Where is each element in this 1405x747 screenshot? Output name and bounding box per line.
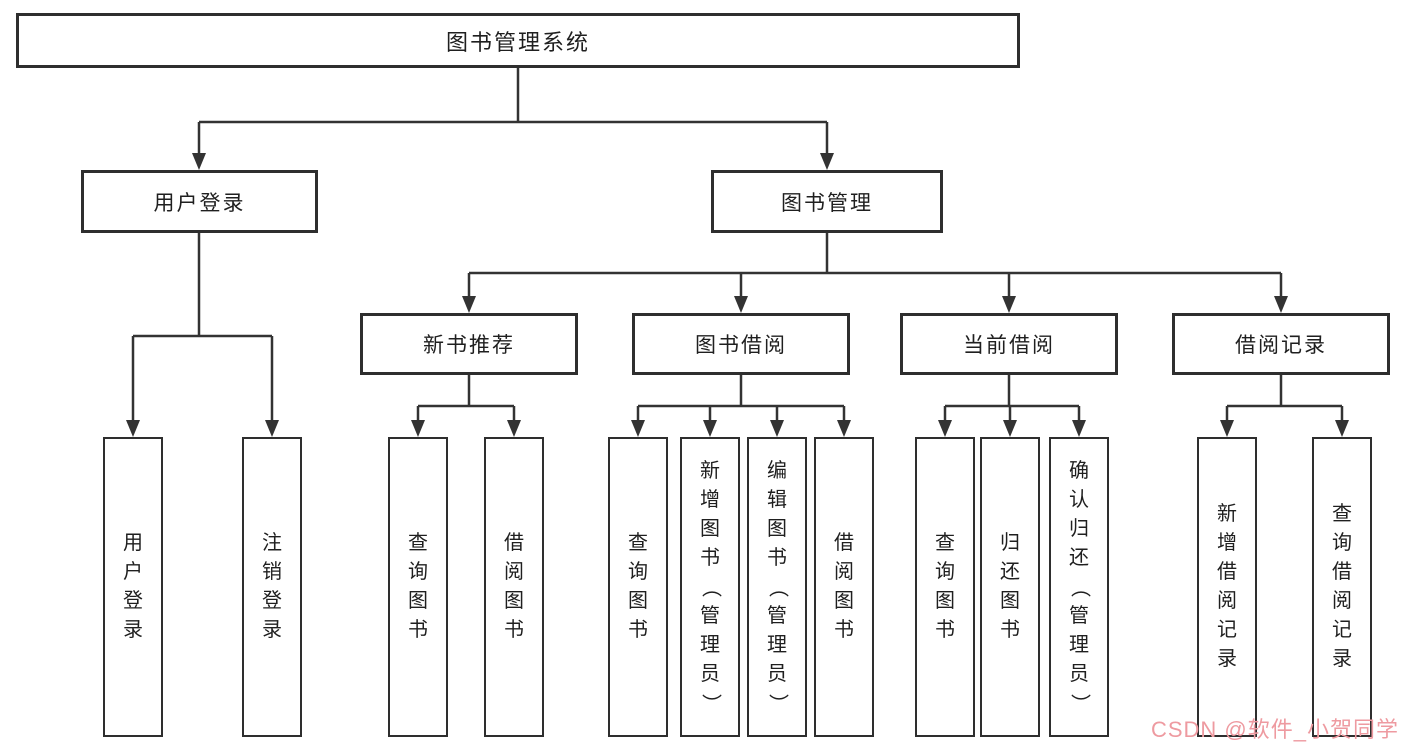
- leaf-return-books-label: 归还图书: [1000, 532, 1020, 641]
- leaf-query-borrow-record: 查询借阅记录: [1312, 437, 1372, 737]
- leaf-borrow-books-2-label: 借阅图书: [834, 532, 854, 641]
- leaf-query-books-1-label: 查询图书: [408, 532, 428, 641]
- leaf-query-borrow-record-label: 查询借阅记录: [1332, 503, 1352, 670]
- leaf-logout: 注销登录: [242, 437, 302, 737]
- leaf-user-login-label: 用户登录: [123, 532, 143, 641]
- node-new-book-recommend: 新书推荐: [360, 313, 578, 375]
- leaf-add-book-admin: 新增图书（管理员）: [680, 437, 740, 737]
- node-new-book-recommend-label: 新书推荐: [423, 334, 515, 357]
- leaf-confirm-return-admin-label: 确认归还（管理员）: [1068, 459, 1091, 714]
- node-current-borrow: 当前借阅: [900, 313, 1118, 375]
- leaf-logout-label: 注销登录: [262, 532, 282, 641]
- leaf-borrow-books-2: 借阅图书: [814, 437, 874, 737]
- watermark-text: CSDN @软件_小贺同学: [1150, 717, 1399, 742]
- node-book-management-label: 图书管理: [781, 191, 873, 215]
- leaf-edit-book-admin: 编辑图书（管理员）: [747, 437, 807, 737]
- node-user-login-label: 用户登录: [153, 191, 246, 215]
- node-book-management: 图书管理: [711, 170, 943, 233]
- leaf-user-login: 用户登录: [103, 437, 163, 737]
- node-root: 图书管理系统: [16, 13, 1020, 68]
- leaf-add-borrow-record: 新增借阅记录: [1197, 437, 1257, 737]
- leaf-query-books-3-label: 查询图书: [935, 532, 955, 641]
- leaf-borrow-books-1-label: 借阅图书: [504, 532, 524, 641]
- node-root-label: 图书管理系统: [445, 29, 590, 55]
- leaf-confirm-return-admin: 确认归还（管理员）: [1049, 437, 1109, 737]
- node-user-login: 用户登录: [81, 170, 318, 233]
- node-book-borrow: 图书借阅: [632, 313, 850, 375]
- leaf-return-books: 归还图书: [980, 437, 1040, 737]
- leaf-query-books-3: 查询图书: [915, 437, 975, 737]
- leaf-query-books-2: 查询图书: [608, 437, 668, 737]
- leaf-query-books-1: 查询图书: [388, 437, 448, 737]
- node-borrow-records: 借阅记录: [1172, 313, 1390, 375]
- leaf-edit-book-admin-label: 编辑图书（管理员）: [766, 459, 789, 714]
- node-borrow-records-label: 借阅记录: [1235, 334, 1327, 357]
- leaf-query-books-2-label: 查询图书: [628, 532, 648, 641]
- leaf-add-borrow-record-label: 新增借阅记录: [1217, 503, 1237, 670]
- node-current-borrow-label: 当前借阅: [963, 334, 1055, 357]
- leaf-add-book-admin-label: 新增图书（管理员）: [699, 459, 722, 714]
- node-book-borrow-label: 图书借阅: [695, 334, 787, 357]
- leaf-borrow-books-1: 借阅图书: [484, 437, 544, 737]
